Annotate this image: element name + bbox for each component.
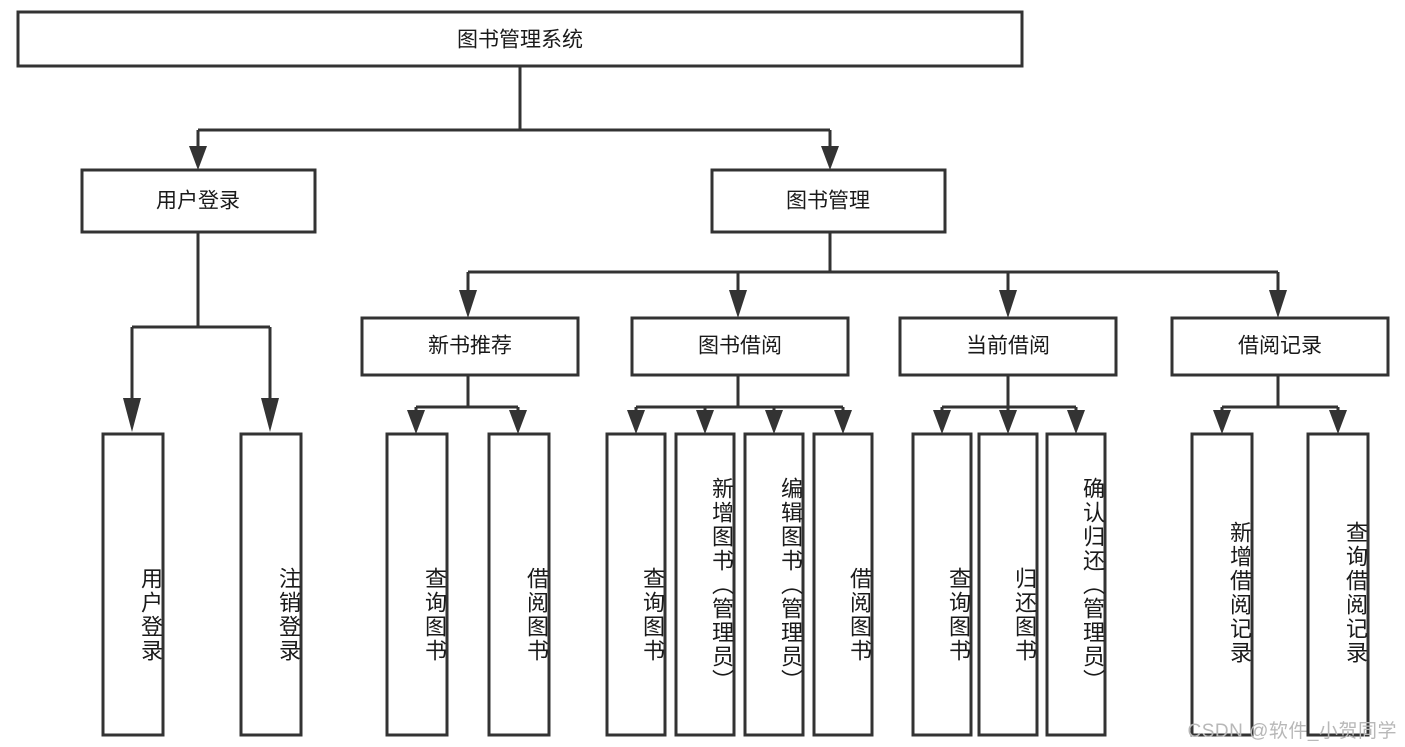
leaf-box-bb-3[interactable] (743, 432, 805, 737)
arrow-leaf-user-login-2 (261, 398, 279, 432)
connector-group-user-login (123, 232, 279, 432)
arrow-leaf-bb-2 (696, 410, 714, 434)
arrow-leaf-nbr-1 (407, 410, 425, 434)
node-borrow-record-box[interactable] (1170, 316, 1390, 377)
node-current-borrow-box[interactable] (898, 316, 1118, 377)
node-borrow-record-label: 借阅记录 (1238, 335, 1322, 358)
arrow-leaf-br-1 (1213, 410, 1231, 434)
arrow-leaf-bb-1 (627, 410, 645, 434)
leaf-box-bb-2[interactable] (674, 432, 736, 737)
node-user-login-box[interactable] (80, 168, 317, 234)
node-book-borrow-label: 图书借阅 (698, 335, 782, 358)
arrow-to-new-book-recommend (459, 290, 477, 318)
arrow-to-user-login (189, 146, 207, 170)
arrow-to-borrow-record (1269, 290, 1287, 318)
arrow-leaf-br-2 (1329, 410, 1347, 434)
connector-group-book-manage (459, 232, 1287, 318)
arrow-leaf-nbr-2 (509, 410, 527, 434)
node-book-borrow-box[interactable] (630, 316, 850, 377)
node-root-box[interactable] (16, 10, 1024, 68)
leaf-box-bb-1[interactable] (605, 432, 667, 737)
connector-group-book-borrow (627, 375, 852, 434)
arrow-leaf-bb-4 (834, 410, 852, 434)
leaf-box-cb-3[interactable] (1045, 432, 1107, 737)
arrow-leaf-cb-1 (933, 410, 951, 434)
node-book-manage-label: 图书管理 (786, 190, 870, 213)
arrow-leaf-cb-2 (999, 410, 1017, 434)
leaf-box-user-login-2[interactable] (239, 432, 303, 737)
leaf-box-cb-1[interactable] (911, 432, 973, 737)
leaf-box-bb-4[interactable] (812, 432, 874, 737)
node-new-book-recommend-box[interactable] (360, 316, 580, 377)
leaf-box-cb-2[interactable] (977, 432, 1039, 737)
connector-group-borrow-record (1213, 375, 1347, 434)
arrow-to-book-borrow (729, 290, 747, 318)
arrow-leaf-cb-3 (1067, 410, 1085, 434)
connector-group-current-borrow (933, 375, 1085, 434)
connector-group-new-book-recommend (407, 375, 527, 434)
arrow-to-book-manage (821, 146, 839, 170)
node-user-login-label: 用户登录 (156, 190, 240, 213)
arrow-leaf-bb-3 (765, 410, 783, 434)
node-new-book-recommend-label: 新书推荐 (428, 335, 512, 358)
arrow-to-current-borrow (999, 290, 1017, 318)
leaf-box-br-1[interactable] (1190, 432, 1254, 737)
csdn-watermark: CSDN @软件_小贺同学 (1187, 721, 1397, 742)
connector-group-root (189, 66, 839, 170)
leaf-box-user-login-1[interactable] (101, 432, 165, 737)
node-book-manage-box[interactable] (710, 168, 947, 234)
leaf-box-nbr-1[interactable] (385, 432, 449, 737)
node-root-label: 图书管理系统 (457, 29, 583, 52)
leaf-box-br-2[interactable] (1306, 432, 1370, 737)
arrow-leaf-user-login-1 (123, 398, 141, 432)
leaf-box-nbr-2[interactable] (487, 432, 551, 737)
node-current-borrow-label: 当前借阅 (966, 335, 1050, 358)
